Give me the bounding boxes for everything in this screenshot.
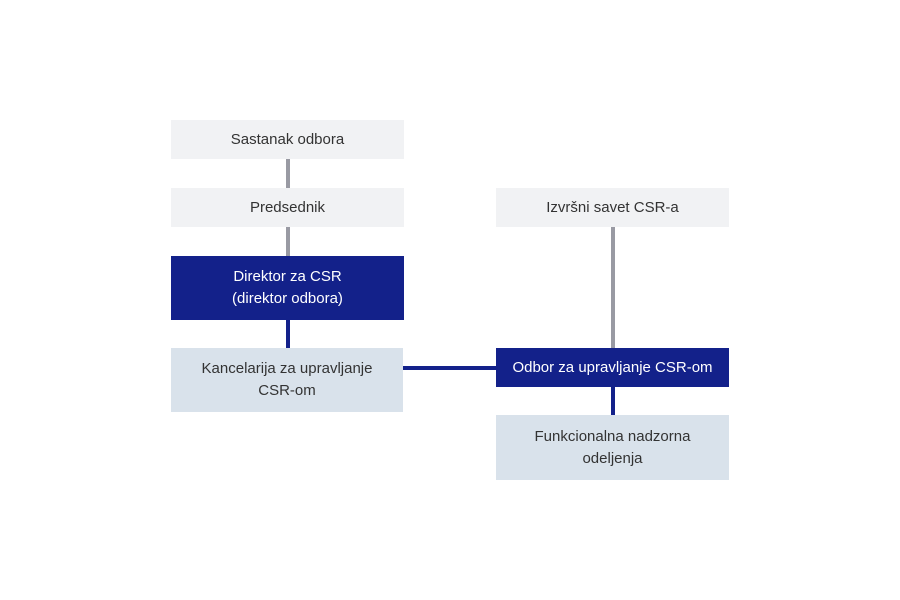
connector [286, 159, 290, 188]
node-label: (direktor odbora) [232, 290, 343, 307]
node-izvrsni-savet: Izvršni savet CSR-a [496, 188, 729, 227]
node-odbor: Odbor za upravljanje CSR-om [496, 348, 729, 387]
node-label: Predsednik [249, 198, 326, 216]
node-label: Sastanak odbora [230, 130, 345, 148]
node-label: Izvršni savet CSR-a [546, 198, 679, 216]
connector [286, 227, 290, 256]
node-label: CSR-om [258, 382, 316, 399]
node-predsednik: Predsednik [171, 188, 404, 227]
node-label: odeljenja [582, 449, 643, 467]
node-direktor: Direktor za CSR (direktor odbora) [171, 256, 404, 320]
connector [611, 227, 615, 348]
node-label: Direktor za CSR [233, 268, 342, 285]
node-label: Odbor za upravljanje CSR-om [512, 358, 713, 376]
node-sastanak-odbora: Sastanak odbora [171, 120, 404, 159]
node-funkcionalna: Funkcionalna nadzorna odeljenja [496, 415, 729, 480]
node-label: Kancelarija za upravljanje [201, 360, 373, 377]
connector [403, 366, 496, 370]
connector [611, 387, 615, 415]
connector [286, 320, 290, 348]
node-label: Funkcionalna nadzorna [534, 427, 691, 445]
